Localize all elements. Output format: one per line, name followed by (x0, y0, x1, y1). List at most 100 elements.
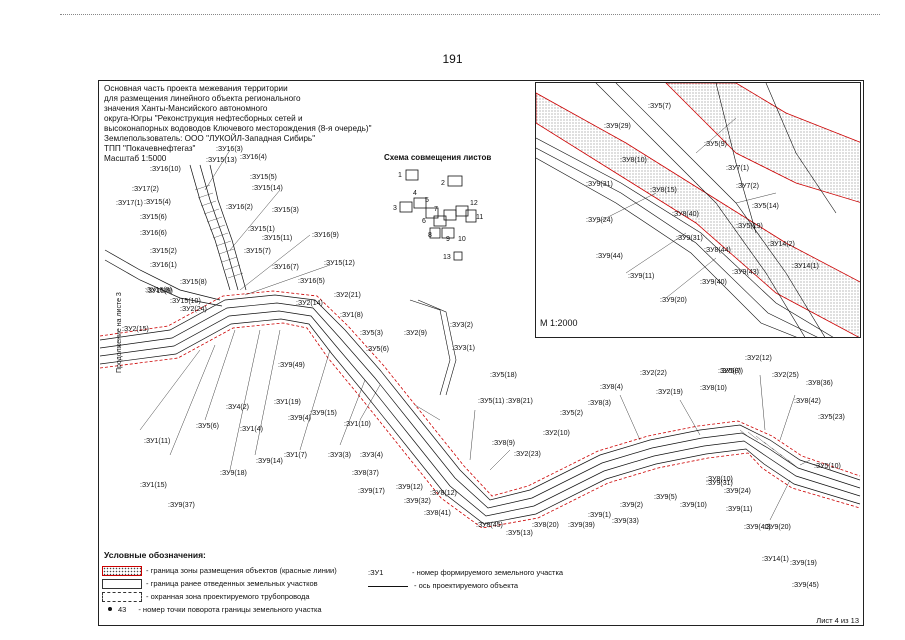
plot-label: :ЗУ9(10) (680, 502, 707, 509)
plot-label: :ЗУ9(19) (790, 560, 817, 567)
plot-label: :ЗУ15(11) (262, 235, 293, 242)
plot-label: :ЗУ2(21) (334, 292, 361, 299)
plot-label: :ЗУ16(8) (145, 287, 172, 294)
plot-label: :ЗУ1(7) (284, 452, 307, 459)
inset-label: :ЗУ5(7) (648, 103, 671, 110)
plot-label: :ЗУ16(3) (216, 146, 243, 153)
plot-label: :ЗУ9(32) (404, 498, 431, 505)
plot-label: :ЗУ15(6) (140, 214, 167, 221)
plot-label: :ЗУ9(33) (612, 518, 639, 525)
plot-label: :ЗУ9(1) (588, 512, 611, 519)
plot-label: :ЗУ2(22) (640, 370, 667, 377)
legend: Условные обозначения: - граница зоны раз… (100, 546, 620, 624)
inset-label: :ЗУ5(14) (752, 203, 779, 210)
schema-sheet-7: 7 (434, 206, 438, 213)
inset-label: :ЗУ8(10) (620, 157, 647, 164)
sheet-overlay-schema (399, 169, 477, 261)
plot-label: :ЗУ8(20) (532, 522, 559, 529)
turn-point-icon (108, 607, 112, 611)
plot-label: :ЗУ2(25) (772, 372, 799, 379)
inset-scale: М 1:2000 (540, 318, 578, 328)
title-block: Основная часть проекта межевания террито… (104, 84, 372, 164)
plot-label: :ЗУ1(15) (140, 482, 167, 489)
schema-sheet-13: 13 (443, 254, 451, 261)
plot-label: :ЗУ5(8) (718, 368, 741, 375)
title-line: значения Ханты-Мансийского автономного (104, 104, 268, 113)
tpp-name: ТПП "Покачевнефтегаз" (104, 144, 196, 153)
plot-label: :ЗУ3(1) (452, 345, 475, 352)
plot-label: :ЗУ5(6) (366, 346, 389, 353)
legend-item-previous-plots: - граница ранее отведенных земельных уча… (102, 579, 318, 590)
plot-label: :ЗУ8(10) (706, 476, 733, 483)
inset-label: :ЗУ8(40) (672, 211, 699, 218)
plot-label: :ЗУ8(9) (492, 440, 515, 447)
plot-label: :ЗУ5(3) (360, 330, 383, 337)
plot-label: :ЗУ9(40) (744, 524, 771, 531)
plot-label: :ЗУ5(13) (506, 530, 533, 537)
plot-label: :ЗУ1(4) (240, 426, 263, 433)
inset-label: :ЗУ8(15) (650, 187, 677, 194)
plot-label: :ЗУ16(7) (272, 264, 299, 271)
previous-plot-swatch (102, 579, 142, 590)
plot-label: :ЗУ15(3) (272, 207, 299, 214)
plot-label: :ЗУ8(3) (588, 400, 611, 407)
plot-label: :ЗУ9(5) (654, 494, 677, 501)
plot-label: :ЗУ15(14) (252, 185, 283, 192)
plot-label: :ЗУ15(2) (150, 248, 177, 255)
plot-label: :ЗУ5(11) (478, 398, 505, 405)
plot-label: :ЗУ2(9) (404, 330, 427, 337)
plot-label: :ЗУ9(11) (726, 506, 753, 513)
plot-label: :ЗУ9(15) (310, 410, 337, 417)
legend-text: - номер точки поворота границы земельног… (138, 605, 322, 614)
plot-label: :ЗУ9(45) (792, 582, 819, 589)
plot-label: :ЗУ16(9) (312, 232, 339, 239)
plot-label: :ЗУ15(1) (248, 226, 275, 233)
plot-label: :ЗУ8(10) (700, 385, 727, 392)
plot-label: :ЗУ9(4) (288, 415, 311, 422)
inset-detail-map: :ЗУ5(7) :ЗУ9(29) :ЗУ5(9) :ЗУ8(10) :ЗУ7(1… (535, 82, 861, 338)
legend-text: - граница ранее отведенных земельных уча… (146, 579, 318, 588)
plot-label: :ЗУ15(12) (324, 260, 355, 267)
plot-label: :ЗУ5(7) (720, 368, 743, 375)
plot-label: :ЗУ16(4) (240, 154, 267, 161)
schema-sheet-8: 8 (428, 232, 432, 239)
inset-label: :ЗУ7(2) (736, 183, 759, 190)
legend-title: Условные обозначения: (104, 550, 206, 560)
schema-sheet-2: 2 (441, 180, 445, 187)
plot-label: :ЗУ15(9) (146, 288, 173, 295)
plot-label: :ЗУ9(39) (568, 522, 595, 529)
plot-label: :ЗУ9(17) (358, 488, 385, 495)
scan-top-rule (60, 14, 880, 15)
schema-sheet-9: 9 (446, 236, 450, 243)
plot-label: :ЗУ8(45) (476, 522, 503, 529)
plot-label: :ЗУ2(10) (543, 430, 570, 437)
axis-line-swatch (368, 585, 408, 587)
title-line: Основная часть проекта межевания террито… (104, 84, 288, 93)
plot-label: :ЗУ5(23) (818, 414, 845, 421)
legend-text: - номер формируемого земельного участка (412, 568, 564, 577)
plot-label: :ЗУ3(2) (450, 322, 473, 329)
protection-zone-swatch (102, 592, 142, 603)
plot-label: :ЗУ16(10) (150, 166, 181, 173)
inset-label: :ЗУ9(43) (732, 269, 759, 276)
plot-label: :ЗУ8(21) (506, 398, 533, 405)
plot-label: :ЗУ1(10) (344, 421, 371, 428)
plot-label: :ЗУ16(6) (140, 230, 167, 237)
inset-label: :ЗУ14(2) (768, 241, 795, 248)
plot-label: :ЗУ5(18) (490, 372, 517, 379)
turn-point-example: 43 (118, 605, 127, 614)
plot-label: :ЗУ1(8) (340, 312, 363, 319)
page-number: 191 (442, 52, 463, 66)
plot-number-example: :ЗУ1 (368, 568, 384, 577)
legend-text: - ось проектируемого объекта (414, 581, 519, 590)
inset-label: :ЗУ8(44) (704, 247, 731, 254)
plot-label: :ЗУ5(6) (196, 423, 219, 430)
inset-label: :ЗУ9(40) (700, 279, 727, 286)
inset-label: :ЗУ14(1) (792, 263, 819, 270)
plot-label: :ЗУ3(3) (328, 452, 351, 459)
schema-sheet-11: 11 (476, 214, 484, 221)
plot-label: :ЗУ9(12) (396, 484, 423, 491)
plot-label: :ЗУ5(2) (560, 410, 583, 417)
plot-label: :ЗУ8(36) (806, 380, 833, 387)
